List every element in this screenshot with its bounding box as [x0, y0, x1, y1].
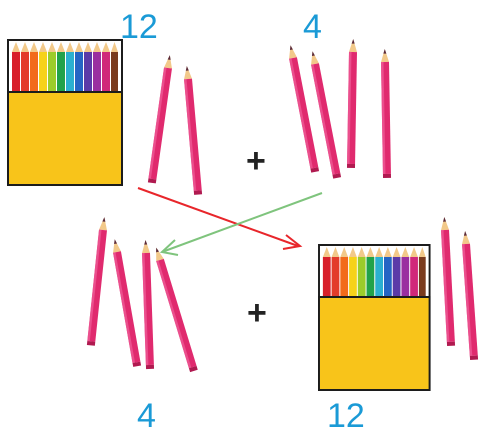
pencil-box-icon — [8, 40, 122, 185]
pink-pencil-icon — [111, 239, 141, 367]
pink-pencil-icon — [461, 231, 478, 360]
top-left-number: 12 — [120, 10, 158, 44]
pink-pencil-icon — [440, 217, 455, 346]
pink-pencil-icon — [142, 240, 154, 369]
top-right-number: 4 — [303, 10, 322, 44]
pencil-box-icon — [319, 245, 430, 390]
pink-pencil-icon — [148, 55, 174, 184]
pink-pencil-icon — [381, 49, 391, 178]
pink-pencil-icon — [347, 39, 357, 168]
red-arrow-icon — [138, 188, 300, 249]
pink-pencil-icon — [152, 246, 197, 372]
pink-pencil-icon — [87, 217, 108, 346]
bottom-right-number: 12 — [327, 399, 365, 433]
pink-pencil-icon — [183, 66, 202, 195]
bottom-left-number: 4 — [137, 399, 156, 433]
top-plus-sign: + — [246, 144, 266, 178]
bottom-plus-sign: + — [247, 296, 267, 330]
